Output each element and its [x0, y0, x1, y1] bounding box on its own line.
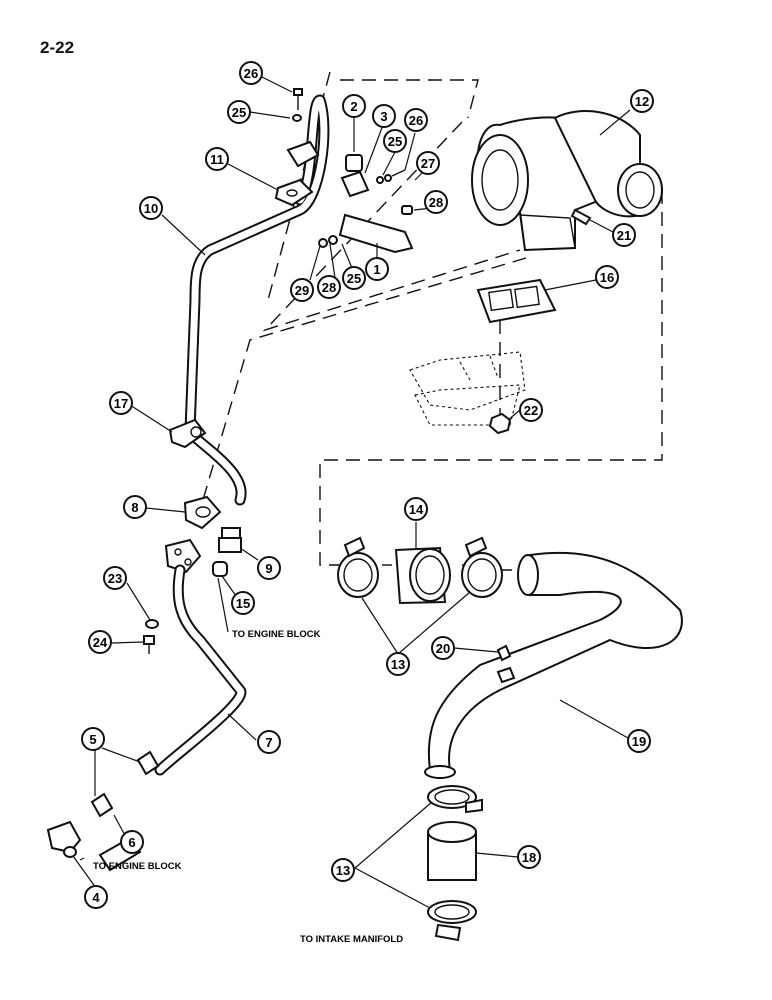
flange-and-fittings: [164, 495, 242, 577]
note-to-engine-block-upper: TO ENGINE BLOCK: [232, 629, 321, 640]
callout-15: 15: [231, 591, 255, 615]
tube-clip: [168, 418, 207, 449]
callout-3: 3: [372, 104, 396, 128]
callout-21: 21: [612, 223, 636, 247]
svg-text:7: 7: [265, 735, 272, 750]
oil-supply-tube: [154, 564, 247, 776]
bolt: [292, 88, 303, 122]
oil-tube: [184, 94, 330, 506]
svg-text:26: 26: [244, 66, 258, 81]
callout-25c: 25: [342, 266, 366, 290]
svg-text:21: 21: [617, 228, 631, 243]
svg-text:24: 24: [93, 635, 108, 650]
callout-13b: 13: [331, 858, 355, 882]
svg-text:26: 26: [409, 113, 423, 128]
callout-5: 5: [81, 727, 105, 751]
svg-text:10: 10: [144, 201, 158, 216]
callout-23: 23: [103, 566, 127, 590]
callout-28b: 28: [317, 275, 341, 299]
callout-28a: 28: [424, 190, 448, 214]
callout-8: 8: [123, 495, 147, 519]
svg-text:27: 27: [421, 156, 435, 171]
gasket: [476, 278, 557, 324]
svg-text:20: 20: [436, 641, 450, 656]
note-to-intake-manifold: TO INTAKE MANIFOLD: [300, 934, 403, 945]
callout-13a: 13: [386, 652, 410, 676]
callout-1: 1: [365, 257, 389, 281]
callout-26b: 26: [404, 108, 428, 132]
callout-25b: 25: [383, 129, 407, 153]
page-number: 2-22: [40, 38, 75, 57]
callout-10: 10: [139, 196, 163, 220]
nut: [488, 412, 512, 435]
exhaust-manifold-outline: [409, 351, 526, 426]
hose-clamps-lower: [427, 785, 483, 942]
callout-11: 11: [205, 147, 229, 171]
callout-29: 29: [290, 278, 314, 302]
svg-text:19: 19: [632, 734, 646, 749]
svg-text:13: 13: [391, 657, 405, 672]
callout-6: 6: [120, 830, 144, 854]
callout-27: 27: [416, 151, 440, 175]
intake-tube: [424, 551, 683, 779]
svg-text:25: 25: [347, 271, 361, 286]
callout-19: 19: [627, 729, 651, 753]
svg-text:23: 23: [108, 571, 122, 586]
hose-clamps-upper: [337, 536, 503, 605]
callout-22: 22: [519, 398, 543, 422]
callout-26a: 26: [239, 61, 263, 85]
bolt-and-washer: [143, 619, 159, 654]
callout-2: 2: [342, 94, 366, 118]
callout-18: 18: [517, 845, 541, 869]
note-to-engine-block-lower: TO ENGINE BLOCK: [93, 861, 182, 872]
svg-text:29: 29: [295, 283, 309, 298]
svg-text:18: 18: [522, 850, 536, 865]
svg-text:25: 25: [388, 134, 402, 149]
callout-17: 17: [109, 391, 133, 415]
svg-text:17: 17: [114, 396, 128, 411]
svg-text:9: 9: [265, 561, 272, 576]
svg-text:28: 28: [322, 280, 336, 295]
svg-text:11: 11: [210, 152, 224, 167]
svg-text:16: 16: [600, 270, 614, 285]
svg-text:28: 28: [429, 195, 443, 210]
svg-text:4: 4: [92, 890, 100, 905]
svg-text:6: 6: [128, 835, 135, 850]
stud: [570, 208, 592, 226]
callout-14: 14: [404, 497, 428, 521]
svg-text:5: 5: [89, 732, 96, 747]
callout-16: 16: [595, 265, 619, 289]
bracket-assembly: [318, 154, 414, 254]
leader-lines: [72, 76, 631, 909]
callout-25a: 25: [227, 100, 251, 124]
callout-4: 4: [84, 885, 108, 909]
svg-text:1: 1: [373, 262, 380, 277]
svg-text:14: 14: [409, 502, 424, 517]
svg-text:8: 8: [131, 500, 138, 515]
callout-7: 7: [257, 730, 281, 754]
hose-and-clamps: [46, 750, 160, 872]
callout-12: 12: [630, 89, 654, 113]
svg-text:25: 25: [232, 105, 246, 120]
callout-24: 24: [88, 630, 112, 654]
callout-9: 9: [257, 556, 281, 580]
svg-text:22: 22: [524, 403, 538, 418]
svg-text:15: 15: [236, 596, 250, 611]
svg-text:13: 13: [336, 863, 350, 878]
svg-text:3: 3: [380, 109, 387, 124]
svg-text:12: 12: [635, 94, 649, 109]
callout-20: 20: [431, 636, 455, 660]
svg-text:2: 2: [350, 99, 357, 114]
